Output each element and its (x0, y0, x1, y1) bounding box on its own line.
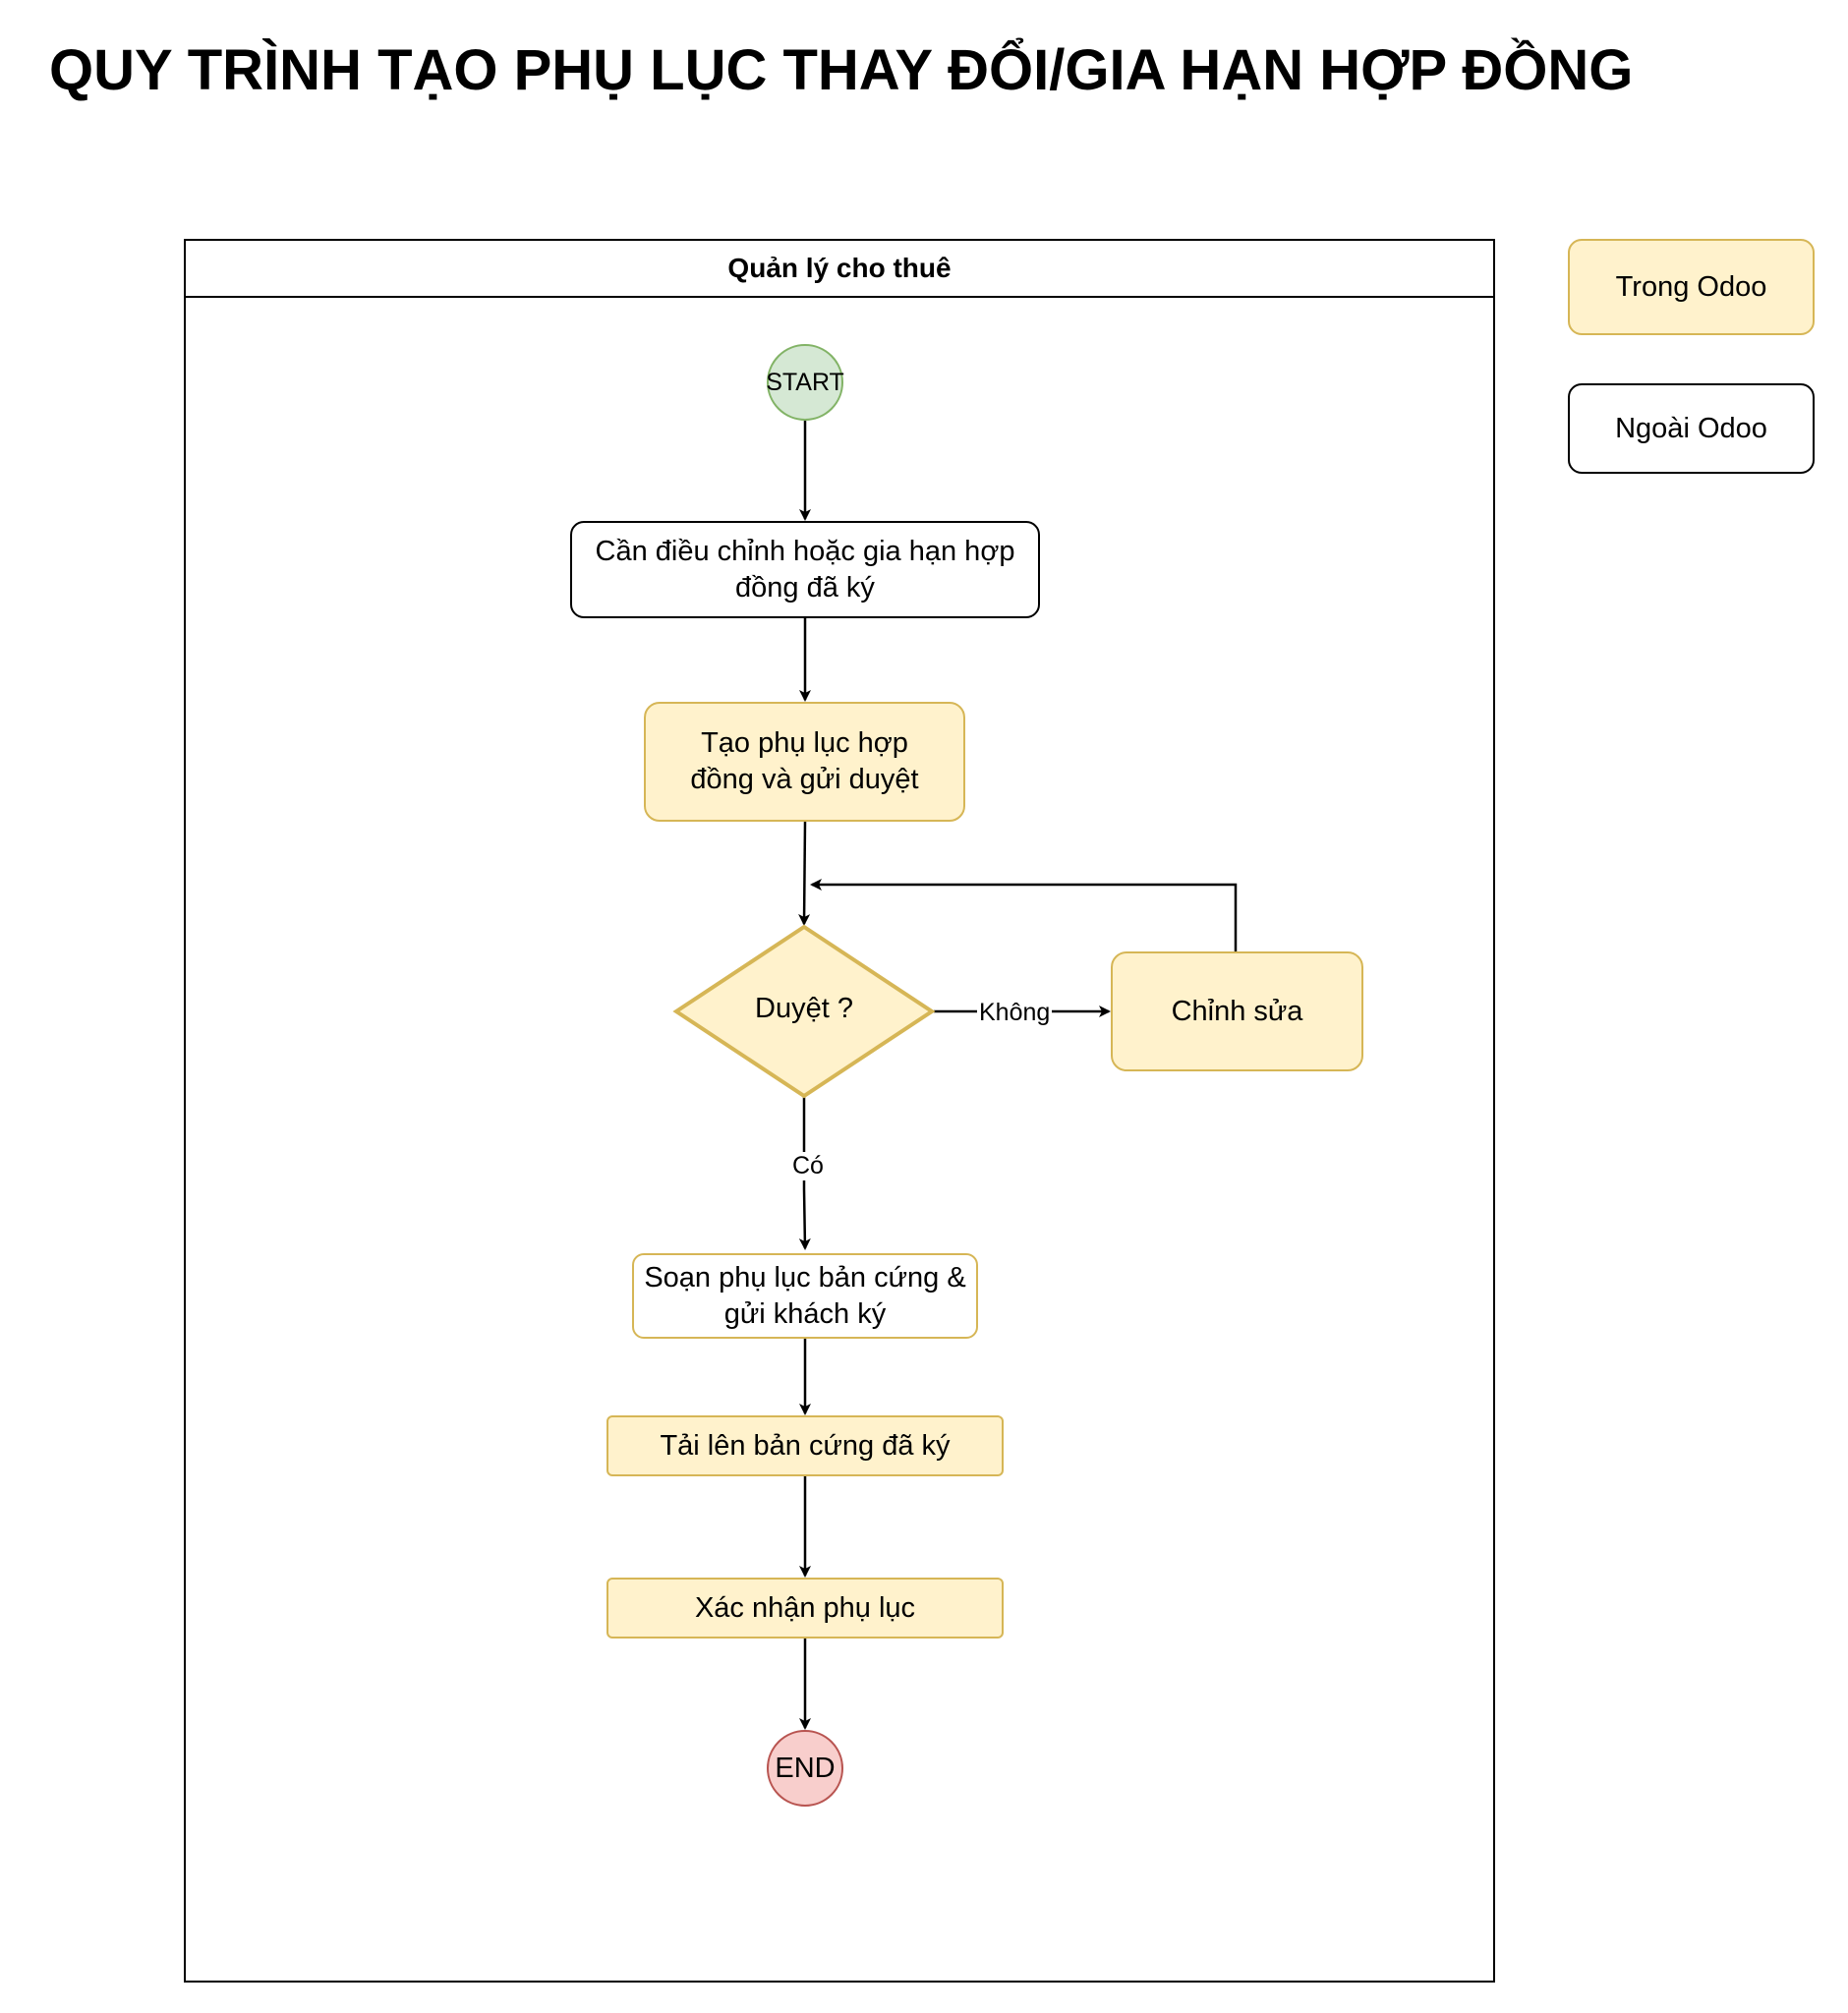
step-draft-hardcopy-label: Soạn phụ lục bản cứng & gửi khách ký (644, 1261, 966, 1330)
legend-in-odoo-label: Trong Odoo (1615, 270, 1767, 303)
decision-label: Duyệt ? (755, 993, 853, 1024)
step-edit-label: Chỉnh sửa (1171, 995, 1303, 1027)
edge-edit-loop (810, 879, 1238, 951)
step-need-adjust: Cần điều chỉnh hoặc gia hạn hợp đồng đã … (570, 521, 1040, 618)
legend-out-odoo-label: Ngoài Odoo (1615, 412, 1767, 444)
legend-in-odoo: Trong Odoo (1568, 239, 1815, 335)
page-title: QUY TRÌNH TẠO PHỤ LỤC THAY ĐỔI/GIA HẠN H… (49, 38, 1634, 102)
step-draft-hardcopy: Soạn phụ lục bản cứng & gửi khách ký (632, 1253, 978, 1339)
start-label: START (766, 368, 844, 396)
start-node: START (766, 344, 844, 421)
step-need-adjust-label: Cần điều chỉnh hoặc gia hạn hợp đồng đã … (595, 535, 1015, 604)
step-upload-signed-label: Tải lên bản cứng đã ký (660, 1429, 951, 1462)
edge-label-yes: Có (790, 1152, 826, 1180)
end-node: END (767, 1730, 843, 1807)
end-label: END (775, 1752, 836, 1784)
edge-label-no: Không (977, 999, 1053, 1027)
legend-out-odoo: Ngoài Odoo (1568, 383, 1815, 474)
step-edit: Chỉnh sửa (1111, 951, 1363, 1071)
swimlane-header: Quản lý cho thuê (186, 241, 1493, 298)
step-create-appendix: Tạo phụ lục hợp đồng và gửi duyệt (644, 702, 965, 822)
step-create-appendix-label: Tạo phụ lục hợp đồng và gửi duyệt (690, 727, 919, 795)
decision-diamond (672, 924, 936, 1099)
swimlane-pool: Quản lý cho thuê (184, 239, 1495, 1983)
edge-create-to-approve (798, 821, 811, 926)
step-upload-signed: Tải lên bản cứng đã ký (606, 1415, 1004, 1476)
step-confirm-label: Xác nhận phụ lục (694, 1591, 916, 1624)
step-confirm: Xác nhận phụ lục (606, 1578, 1004, 1639)
